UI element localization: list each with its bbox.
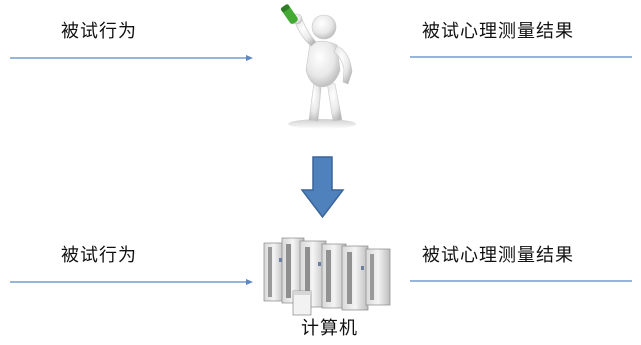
down-arrow-icon bbox=[300, 156, 345, 219]
bottom-output-label: 被试心理测量结果 bbox=[422, 245, 574, 266]
top-input-connector bbox=[10, 55, 253, 61]
top-input-label: 被试行为 bbox=[61, 21, 137, 42]
marker-icon bbox=[280, 4, 298, 24]
person-with-marker-icon bbox=[280, 4, 356, 129]
top-output-label: 被试心理测量结果 bbox=[422, 21, 574, 42]
server-rack-icon bbox=[263, 237, 391, 316]
bottom-input-connector bbox=[10, 279, 253, 285]
computer-caption: 计算机 bbox=[301, 318, 358, 339]
bottom-input-label: 被试行为 bbox=[61, 245, 137, 266]
